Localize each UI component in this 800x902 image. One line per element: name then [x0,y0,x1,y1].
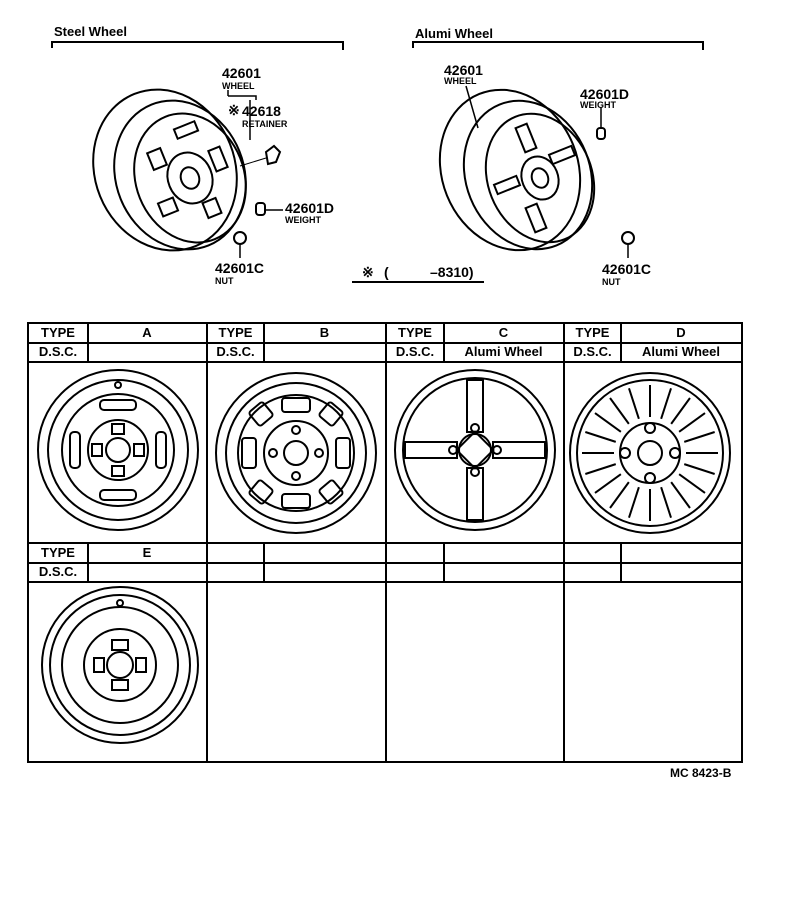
wheel-d-spoke [660,486,672,518]
steel-nut-part-name: NUT [215,276,234,286]
table-dsc-label: D.S.C. [38,564,78,579]
wheel-d-spoke [678,473,706,494]
steel-wheel-drawing [92,88,247,252]
type-d-dsc: Alumi Wheel [641,344,720,359]
diagram-code: MC 8423-B [670,766,732,780]
steel-weight-part-number: 42601D [285,200,335,216]
wheel-type-table-grid [27,322,743,763]
steel-wheel-part-name: WHEEL [222,81,255,91]
note-range: –8310) [430,264,474,280]
table-type-label: TYPE [41,325,75,340]
retainer-mark: ※ [228,102,240,118]
type-c-dsc: Alumi Wheel [464,344,543,359]
wheel-d-spoke [670,481,691,509]
alumi-wheel-part-number: 42601 [444,62,483,78]
steel-nut-part-number: 42601C [215,260,265,276]
alumi-nut-part [621,231,635,245]
alumi-nut-part-number: 42601C [602,261,652,277]
steel-nut-part [233,231,247,245]
wheel-type-b-drawing [215,372,377,534]
type-a-value: A [142,325,152,340]
retainer-part-number: 42618 [242,103,281,119]
wheel-d-spoke [609,481,630,509]
steel-wheel-bracket [51,41,344,50]
alumi-nut-part-name: NUT [602,277,621,287]
wheel-d-spoke [670,397,691,425]
type-b-value: B [319,325,330,340]
alumi-wheel-drawing [438,88,596,252]
alumi-wheel-bracket [412,41,704,50]
table-dsc-label: D.S.C. [216,344,255,359]
alumi-weight-part-number: 42601D [580,86,630,102]
wheel-type-a-drawing [37,369,199,531]
wheel-d-spoke [683,463,715,475]
table-dsc-label: D.S.C. [38,344,78,359]
table-type-label: TYPE [218,325,253,340]
type-d-value: D [676,325,686,340]
alumi-wheel-part-name: WHEEL [444,76,477,86]
wheel-d-spoke [628,388,640,420]
type-c-value: C [498,325,509,340]
steel-weight-part-name: WEIGHT [285,215,321,225]
retainer-part-name: RETAINER [242,119,288,129]
table-type-label: TYPE [398,325,432,340]
wheel-type-d-drawing [569,372,731,534]
table-type-label: TYPE [575,325,610,340]
retainer-part [264,144,282,166]
table-dsc-label: D.S.C. [395,344,435,359]
steel-weight-part [255,202,266,216]
wheel-d-spoke [678,412,706,433]
wheel-d-spoke [594,473,622,494]
table-type-label: TYPE [41,545,75,560]
wheel-d-spoke [683,431,715,443]
wheel-d-spoke [585,431,617,443]
type-e-value: E [142,545,152,560]
wheel-d-spoke [609,397,630,425]
alumi-weight-part [596,127,606,140]
steel-wheel-part-number: 42601 [222,65,261,81]
wheel-d-spoke [660,388,672,420]
wheel-type-c-drawing [394,369,556,531]
note-open: ( [384,264,389,280]
note-mark: ※ [362,264,374,280]
wheel-d-spoke [594,412,622,433]
wheel-d-spoke [628,486,640,518]
alumi-wheel-title: Alumi Wheel [415,26,494,41]
table-dsc-label: D.S.C. [573,344,612,359]
alumi-weight-part-name: WEIGHT [580,100,616,110]
wheel-type-e-drawing [41,586,199,744]
steel-wheel-title: Steel Wheel [54,24,127,39]
wheel-d-spoke [585,463,617,475]
